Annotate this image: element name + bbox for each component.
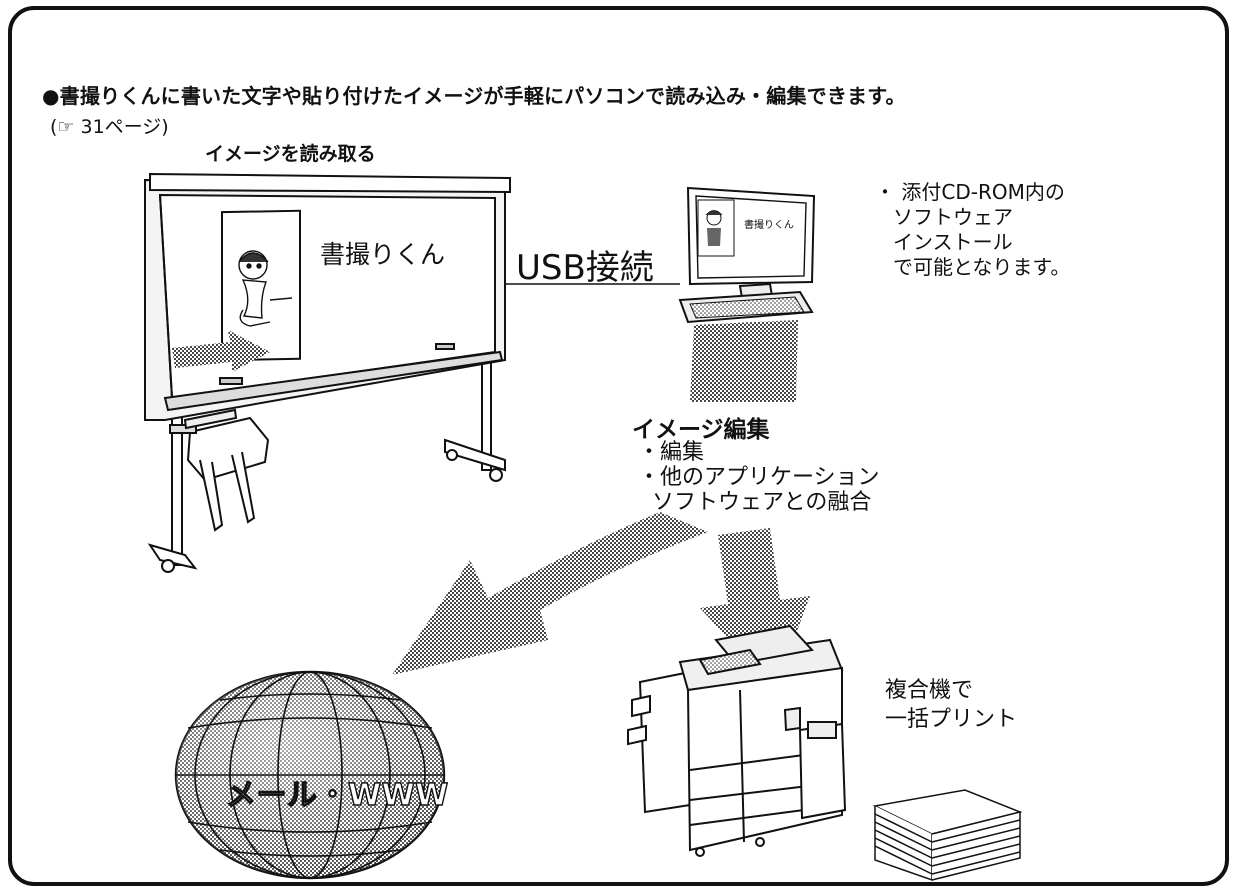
install-note: ・ 添付CD-ROM内の ソフトウェア インストール で可能となります。 [875,180,1070,280]
install-note-line: ・ 添付CD-ROM内の [875,180,1065,204]
computer-screen-text: 書撮りくん [744,220,794,231]
headline: ●書撮りくんに書いた文字や貼り付けたイメージが手軽にパソコンで読み込み・編集でき… [42,84,906,108]
mfp-label: 複合機で 一括プリント [885,676,1017,734]
image-editing-item: ・他のアプリケーション [638,465,880,490]
mfp-label-line: 複合機で [885,678,974,703]
paper-stack-illustration [872,789,1023,882]
install-note-line: インストール [893,230,1013,254]
page-reference: (☞ 31ページ) [50,116,169,138]
computer-illustration [678,186,816,324]
usb-connection-label: USB接続 [516,248,654,288]
mfp-illustration [627,624,847,857]
globe-label: メール・WWW [225,777,449,813]
install-note-line: で可能となります。 [893,255,1071,279]
install-note-line: ソフトウェア [893,205,1013,229]
image-editing-item: ・編集 [638,440,705,465]
flow-band [690,320,798,402]
board-screen-text: 書撮りくん [320,240,446,269]
copyboard-illustration [144,172,511,573]
capture-image-label: イメージを読み取る [205,143,376,165]
image-editing-title: イメージ編集 [632,417,770,443]
mascot-figure [238,250,293,327]
image-editing-list: ・編集 ・他のアプリケーション ソフトウェアとの融合 [638,440,880,515]
arrow-to-globe [392,512,708,675]
globe-illustration [174,670,446,880]
mfp-label-line: 一括プリント [885,707,1018,732]
outer-frame [8,6,1229,886]
image-editing-item: ソフトウェアとの融合 [652,490,872,515]
